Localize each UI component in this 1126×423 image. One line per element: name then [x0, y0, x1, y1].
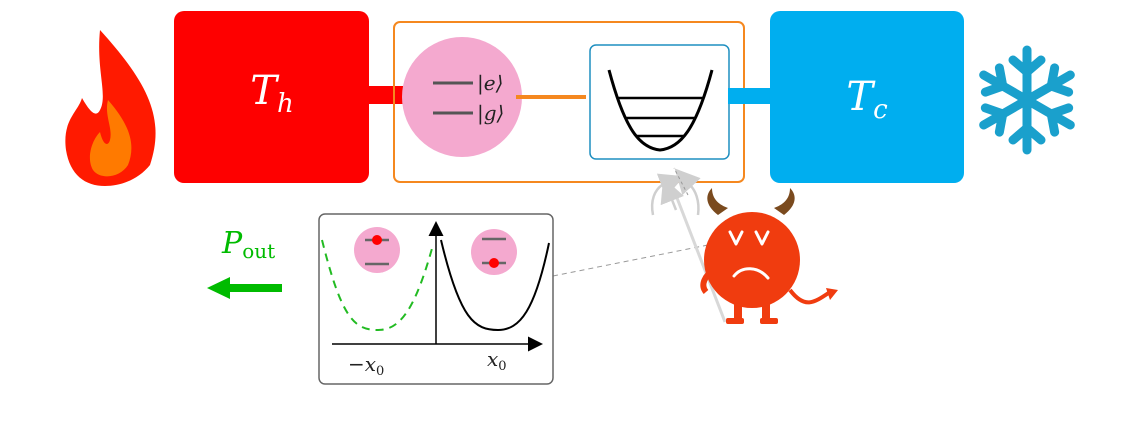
fire-icon: [65, 30, 156, 186]
cold-temperature-subscript: c: [873, 95, 888, 125]
inset-qubit-ground: [471, 229, 517, 275]
inset-left-tick-label: −x: [348, 352, 376, 376]
inset-connector: [552, 244, 709, 277]
ground-state-label: |g⟩: [477, 101, 504, 126]
svg-text:x0: x0: [487, 347, 507, 374]
snowflake-icon: [979, 45, 1075, 155]
inset-left-tick-subscript: 0: [376, 364, 384, 379]
excited-state-label: |e⟩: [477, 71, 503, 96]
hot-coupling: [368, 86, 408, 104]
hot-reservoir: Th: [174, 11, 369, 183]
cold-reservoir: Tc: [770, 11, 964, 183]
hot-temperature-symbol: T: [250, 68, 280, 114]
output-power-symbol: P: [221, 226, 243, 261]
inset-dashed-potential: [321, 239, 434, 332]
demon-icon: [700, 188, 838, 324]
inset-qubit-excited: [354, 227, 400, 273]
hot-temperature-subscript: h: [277, 89, 294, 119]
output-power-subscript: out: [242, 239, 275, 263]
cold-coupling: [728, 88, 772, 104]
qubit: |e⟩ |g⟩: [402, 37, 522, 157]
inset-solid-potential: [440, 239, 550, 332]
cold-temperature-symbol: T: [846, 74, 876, 120]
oscillator: [589, 44, 730, 160]
inset-right-tick-subscript: 0: [498, 359, 506, 374]
svg-text:Tc: Tc: [846, 74, 888, 125]
demon-pitchfork: [650, 167, 727, 323]
demon-pointer: [673, 167, 689, 196]
output-arrow-head: [207, 277, 230, 299]
inset-potential-plot: −x0 x0: [318, 213, 554, 385]
svg-text:−x0: −x0: [348, 352, 384, 379]
svg-text:Pout: Pout: [221, 226, 275, 263]
svg-text:Th: Th: [250, 68, 293, 119]
inset-right-tick-label: x: [487, 347, 498, 371]
output-arrow-shaft: [228, 284, 282, 292]
output-power: Pout: [207, 226, 282, 299]
